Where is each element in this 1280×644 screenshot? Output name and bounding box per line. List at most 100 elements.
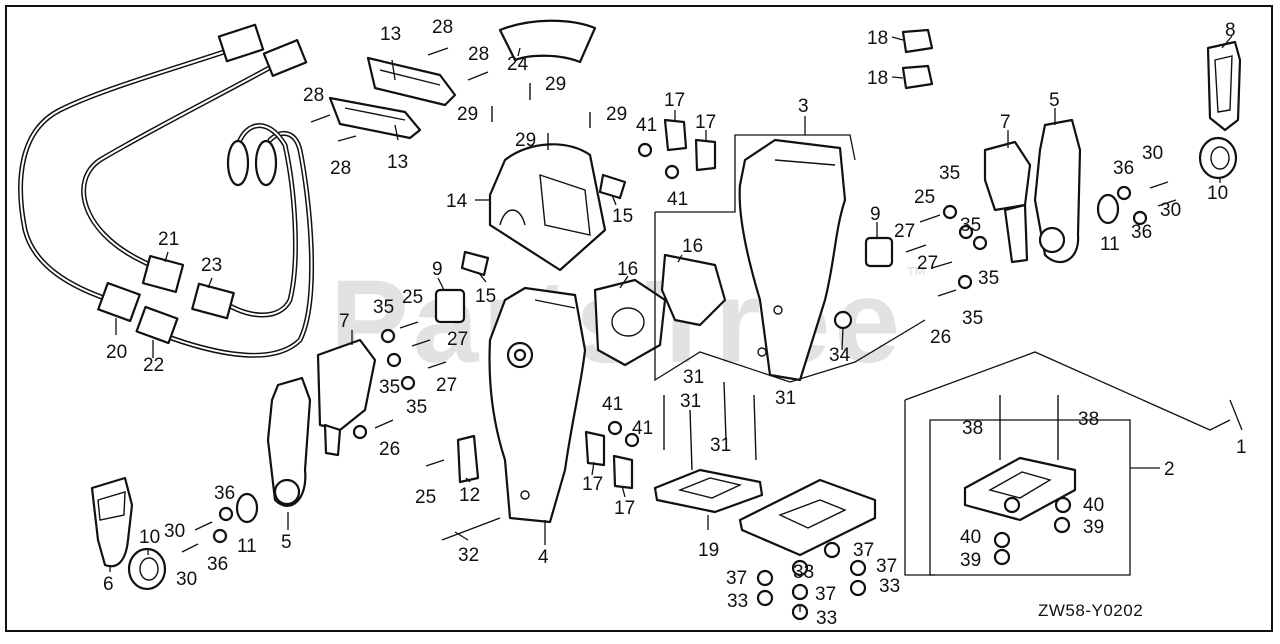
callouts: 1 2 3 4 5 5 6 7 7 8 9 9 10 10 11 11 12 1… bbox=[103, 17, 1247, 629]
callout-27-right-b: 27 bbox=[917, 253, 938, 274]
lever-5-right bbox=[1033, 118, 1082, 264]
callout-35-right-d: 35 bbox=[962, 308, 983, 329]
callout-35-left-a: 35 bbox=[373, 297, 394, 318]
callout-16-right: 16 bbox=[682, 236, 703, 257]
clip-15-upper bbox=[598, 173, 627, 200]
callout-40-right: 40 bbox=[1083, 495, 1104, 516]
callout-11-left: 11 bbox=[237, 536, 257, 557]
bumper-18-lower bbox=[901, 64, 934, 90]
gasket-16-right bbox=[660, 253, 727, 327]
callout-30-left-b: 30 bbox=[176, 569, 197, 590]
bracket-17-b bbox=[694, 138, 717, 172]
knob-11-right bbox=[1096, 193, 1120, 225]
callout-29-d: 29 bbox=[606, 104, 627, 125]
callout-35-left-b: 35 bbox=[379, 377, 400, 398]
callout-36-right-a: 36 bbox=[1113, 158, 1134, 179]
callout-36-right-b: 36 bbox=[1131, 222, 1152, 243]
fasteners bbox=[181, 47, 1177, 621]
gasket-19 bbox=[653, 468, 764, 514]
callout-26-right: 26 bbox=[930, 327, 951, 348]
watermark-trademark: ™ bbox=[905, 262, 927, 287]
grip-8 bbox=[1206, 40, 1242, 132]
plate-12 bbox=[456, 434, 480, 484]
assembly-1-outline bbox=[904, 351, 1231, 431]
assembly-1-side bbox=[904, 400, 935, 576]
bumper-18-upper bbox=[901, 28, 934, 54]
callout-38-right: 38 bbox=[1078, 409, 1099, 430]
callout-26-left: 26 bbox=[379, 439, 400, 460]
callout-35-left-c: 35 bbox=[406, 397, 427, 418]
callout-17-b: 17 bbox=[695, 112, 716, 133]
callout-41-c: 41 bbox=[602, 394, 623, 415]
callout-33-a: 33 bbox=[793, 562, 814, 583]
callout-18-upper: 18 bbox=[867, 28, 888, 49]
callout-39-right: 39 bbox=[1083, 517, 1104, 538]
cover-24 bbox=[498, 19, 597, 64]
callout-31-a: 31 bbox=[683, 367, 704, 388]
callout-25-low: 25 bbox=[415, 487, 436, 508]
callout-41-d: 41 bbox=[632, 418, 653, 439]
callout-7-right: 7 bbox=[1000, 112, 1011, 133]
spacer-2 bbox=[963, 456, 1077, 522]
callout-33-d: 33 bbox=[816, 608, 837, 629]
callout-30-right-b: 30 bbox=[1160, 200, 1181, 221]
callout-41-a: 41 bbox=[636, 115, 657, 136]
gasket-16-left bbox=[593, 278, 667, 367]
callout-23: 23 bbox=[201, 255, 222, 276]
callout-1: 1 bbox=[1236, 437, 1247, 458]
callout-31-c: 31 bbox=[680, 391, 701, 412]
figure-code: ZW58-Y0202 bbox=[1038, 601, 1143, 620]
case-3 bbox=[738, 138, 847, 382]
callout-28-a: 28 bbox=[432, 17, 453, 38]
housing-7-left bbox=[316, 338, 377, 457]
callout-35-right-c: 35 bbox=[978, 268, 999, 289]
callout-37-b: 37 bbox=[876, 556, 897, 577]
callout-33-b: 33 bbox=[879, 576, 900, 597]
bracket-17-d bbox=[612, 454, 634, 490]
cap-9-right bbox=[864, 236, 894, 268]
leader-lines bbox=[109, 35, 1243, 612]
callout-27-left-a: 27 bbox=[447, 329, 468, 350]
case-4 bbox=[488, 286, 587, 524]
bushing-10-left bbox=[127, 547, 167, 591]
callout-20: 20 bbox=[106, 342, 127, 363]
callout-37-d: 37 bbox=[815, 584, 836, 605]
callout-5-right: 5 bbox=[1049, 90, 1060, 111]
housing-7-right bbox=[983, 140, 1032, 264]
callout-10-left: 10 bbox=[139, 527, 160, 548]
clip-15-lower bbox=[460, 250, 490, 277]
callout-31-d: 31 bbox=[710, 435, 731, 456]
callout-3: 3 bbox=[798, 96, 809, 117]
callout-14: 14 bbox=[446, 191, 468, 212]
knob-11-left bbox=[235, 492, 259, 524]
callout-9-right: 9 bbox=[870, 204, 881, 225]
assembly-3-lower-line bbox=[654, 212, 926, 383]
callout-39-left: 39 bbox=[960, 550, 981, 571]
callout-25-mid: 25 bbox=[402, 287, 423, 308]
bushing-10-right bbox=[1198, 136, 1238, 180]
callout-2: 2 bbox=[1164, 459, 1175, 480]
callout-28-c: 28 bbox=[303, 85, 324, 106]
callout-8: 8 bbox=[1225, 20, 1236, 41]
callout-37-c: 37 bbox=[726, 568, 747, 589]
cap-9-left bbox=[434, 288, 466, 324]
callout-17-d: 17 bbox=[614, 498, 635, 519]
bracket-17-a bbox=[663, 118, 688, 152]
callout-27-right-a: 27 bbox=[894, 221, 915, 242]
bracket-13-lower bbox=[328, 96, 422, 140]
callout-37-a: 37 bbox=[853, 540, 874, 561]
callout-36-left-a: 36 bbox=[214, 483, 235, 504]
assembly-3-outline bbox=[655, 134, 856, 213]
callout-32: 32 bbox=[458, 545, 479, 566]
callout-35-right-b: 35 bbox=[960, 215, 981, 236]
callout-17-a: 17 bbox=[664, 90, 685, 111]
callout-4: 4 bbox=[538, 547, 549, 568]
callout-16-left: 16 bbox=[617, 259, 638, 280]
plate-under-gasket bbox=[738, 478, 877, 557]
callout-40-left: 40 bbox=[960, 527, 981, 548]
callout-31-b: 31 bbox=[775, 388, 796, 409]
callout-33-c: 33 bbox=[727, 591, 748, 612]
callout-10-right: 10 bbox=[1207, 183, 1228, 204]
callout-21: 21 bbox=[158, 229, 179, 250]
